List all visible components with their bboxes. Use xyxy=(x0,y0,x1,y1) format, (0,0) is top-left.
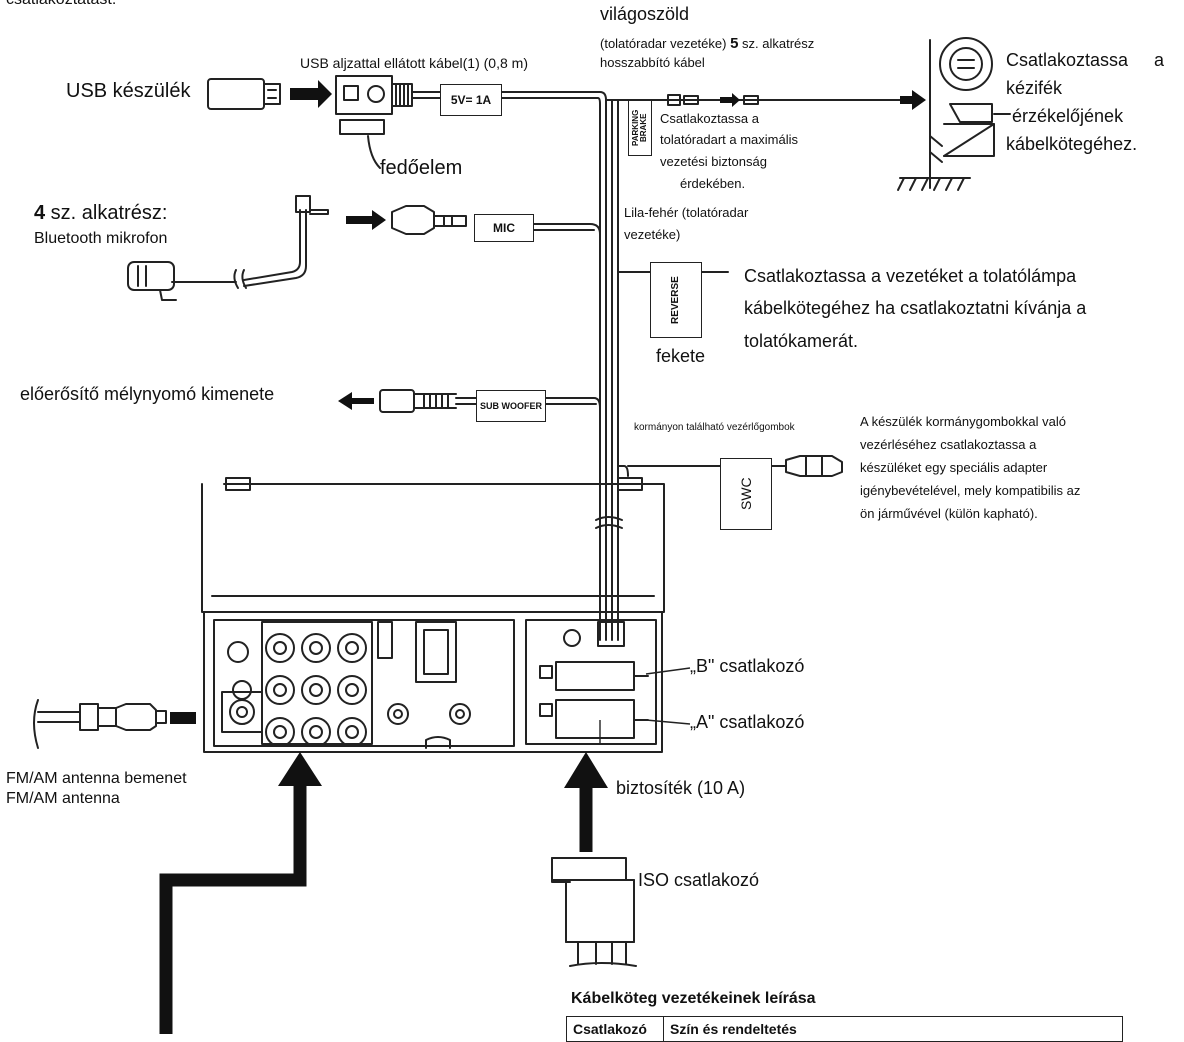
swc-note-line: vezérléséhez csatlakoztassa a xyxy=(860,437,1037,452)
usb-cable-label: USB aljzattal ellátott kábel(1) (0,8 m) xyxy=(300,55,528,71)
swc-plug-icon xyxy=(785,455,843,477)
cover-label: fedőelem xyxy=(380,157,463,179)
arrow-icon xyxy=(346,210,386,230)
purple-white-label-2: vezetéke) xyxy=(624,227,681,242)
connector-b-label: „B" csatlakozó xyxy=(690,656,805,676)
subwoofer-tag: SUB WOOFER xyxy=(476,390,546,422)
part4-label: 4 sz. alkatrész: xyxy=(34,202,168,224)
arrow-icon xyxy=(170,712,196,724)
antenna-plug-icon xyxy=(33,699,167,749)
reverse-label-3: tolatókamerát. xyxy=(744,331,859,351)
handbrake-label-4: kábelkötegéhez. xyxy=(1006,134,1138,154)
antenna-input-label: FM/AM antenna bemenet xyxy=(6,770,187,787)
arrow-icon xyxy=(338,392,374,410)
usb-stick-icon xyxy=(207,78,281,110)
black-label: fekete xyxy=(656,346,706,366)
purple-white-label-1: Lila-fehér (tolatóradar xyxy=(624,205,749,220)
usb-socket-icon xyxy=(335,75,413,169)
swc-tag: SWC xyxy=(720,458,772,530)
extension-connector-icon xyxy=(667,94,759,106)
parking-note-line: vezetési biztonság xyxy=(660,154,767,169)
fuse-label: biztosíték (10 A) xyxy=(616,778,746,798)
parking-note-line: tolatóradart a maximális xyxy=(660,132,798,147)
header-fragment: csatlakoztatást: xyxy=(6,0,116,9)
thick-arrow-rca xyxy=(159,780,307,1034)
reverse-label-1: Csatlakoztassa a vezetéket a tolatólámpa xyxy=(744,266,1077,286)
table-row: Csatlakozó Szín és rendeltetés xyxy=(566,1016,1123,1042)
usb-device-label: USB készülék xyxy=(66,80,191,102)
handbrake-label-2: kézifék xyxy=(1006,78,1063,98)
harness-table: Csatlakozó Szín és rendeltetés xyxy=(566,1016,1123,1042)
light-green-label: világoszöld xyxy=(600,4,690,24)
head-unit-chassis xyxy=(201,477,665,753)
swc-small-label: kormányon található vezérlőgombok xyxy=(634,422,795,433)
parking-note-line: érdekében. xyxy=(680,176,746,191)
swc-note-line: készüléket egy speciális adapter xyxy=(860,460,1048,475)
reverse-tag: REVERSE xyxy=(650,262,702,338)
extension-cable-label-2: hosszabbító kábel xyxy=(600,55,705,70)
iso-plug-icon xyxy=(551,857,637,967)
bt-mic-label: Bluetooth mikrofon xyxy=(34,230,168,247)
reverse-label-2: kábelkötegéhez ha csatlakoztatni kívánja… xyxy=(744,298,1087,318)
arrow-icon xyxy=(290,80,332,108)
antenna-label: FM/AM antenna xyxy=(6,790,120,807)
handbrake-label-1b: a xyxy=(1154,50,1165,70)
harness-table-title: Kábelköteg vezetékeinek leírása xyxy=(571,990,816,1007)
sub-out-label: előerősítő mélynyomó kimenete xyxy=(20,384,275,404)
mic-tag: MIC xyxy=(474,214,534,242)
mic-extension-icon xyxy=(391,205,467,235)
swc-note-line: A készülék kormánygombokkal való xyxy=(860,414,1066,429)
parking-note-line: Csatlakoztassa a xyxy=(660,111,759,126)
power-tag: 5V= 1A xyxy=(440,84,502,116)
handbrake-sensor-icon xyxy=(897,37,1011,191)
rca-jacks xyxy=(261,621,373,747)
subwoofer-rca-icon xyxy=(379,389,477,413)
table-header-connector: Csatlakozó xyxy=(566,1016,664,1042)
connector-a-label: „A" csatlakozó xyxy=(690,712,805,732)
parking-brake-tag: PARKING BRAKE xyxy=(628,100,652,156)
arrow-icon xyxy=(720,93,740,107)
mic-plug-icon xyxy=(127,195,329,301)
swc-note-line: igénybevételével, mely kompatibilis az xyxy=(860,483,1081,498)
table-header-color: Szín és rendeltetés xyxy=(663,1016,1123,1042)
handbrake-label-3: érzékelőjének xyxy=(1012,106,1124,126)
iso-connector-label: ISO csatlakozó xyxy=(638,870,760,890)
extension-cable-label-1: (tolatóradar vezetéke) 5 sz. alkatrész xyxy=(600,35,815,52)
arrow-icon xyxy=(900,90,926,110)
handbrake-label-1: Csatlakoztassa xyxy=(1006,50,1129,70)
swc-note-line: ön járművével (külön kapható). xyxy=(860,506,1038,521)
